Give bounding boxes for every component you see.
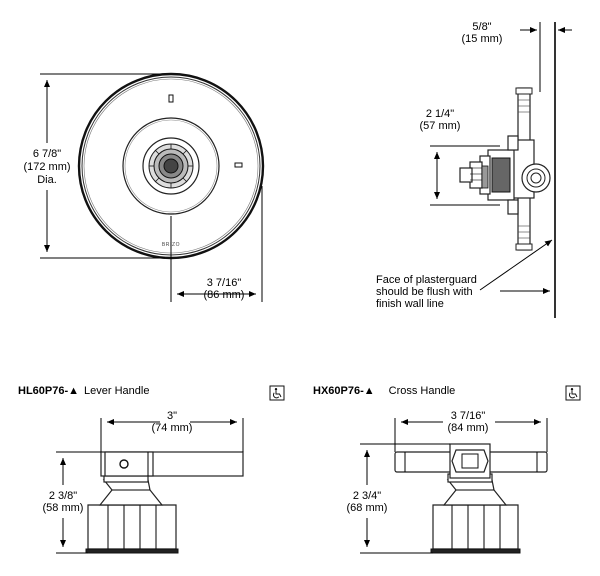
svg-text:HX60P76-▲Cross Handle: HX60P76-▲ Cross Handle	[313, 385, 455, 397]
lever-height-mm: (58 mm)	[43, 502, 84, 514]
lever-name: Lever Handle	[84, 385, 149, 397]
cross-width-in: 3 7/16"	[451, 410, 486, 422]
cross-height-in: 2 3/4"	[353, 490, 381, 502]
projection-in: 3 7/16"	[207, 277, 242, 289]
top-indicator	[168, 94, 174, 103]
plasterguard-note: Face of plasterguard should be flush wit…	[376, 239, 553, 310]
wheelchair-accessible-icon	[565, 385, 581, 401]
wheelchair-accessible-icon	[269, 385, 285, 401]
lever-model-symbol: ▲	[68, 385, 79, 397]
wall-offset-dimension: 5/8" (15 mm)	[462, 21, 572, 92]
cross-height-mm: (68 mm)	[347, 502, 388, 514]
diameter-suffix: Dia.	[37, 174, 57, 186]
lever-width-dimension: 3" (74 mm)	[100, 410, 244, 452]
cross-title: HX60P76-▲ Cross Handle	[313, 385, 455, 397]
lever-width-mm: (74 mm)	[152, 422, 193, 434]
wall-offset-mm: (15 mm)	[462, 33, 503, 45]
side-indicator	[234, 162, 243, 168]
valve-height-dimension: 2 1/4" (57 mm)	[420, 108, 500, 206]
diameter-in: 6 7/8"	[33, 148, 61, 160]
valve-side-view	[459, 22, 556, 318]
wall-offset-in: 5/8"	[472, 21, 491, 33]
cross-width-dimension: 3 7/16" (84 mm)	[394, 410, 548, 452]
svg-text:HL60P76-▲Lever Handle: HL60P76-▲ Lever Handle	[18, 385, 149, 397]
valve-height-in: 2 1/4"	[426, 108, 454, 120]
projection-mm: (86 mm)	[204, 289, 245, 301]
note-line-3: finish wall line	[376, 298, 444, 310]
projection-dimension: 3 7/16" (86 mm)	[170, 186, 263, 302]
cross-name: Cross Handle	[389, 385, 456, 397]
cross-width-mm: (84 mm)	[448, 422, 489, 434]
cross-height-dimension: 2 3/4" (68 mm)	[347, 443, 450, 554]
lever-height-in: 2 3/8"	[49, 490, 77, 502]
note-line-2: should be flush with	[376, 286, 473, 298]
lever-width-in: 3"	[167, 410, 177, 422]
diameter-dimension: 6 7/8" (172 mm) Dia.	[23, 73, 165, 259]
lever-height-dimension: 2 3/8" (58 mm)	[43, 451, 101, 554]
valve-height-mm: (57 mm)	[420, 120, 461, 132]
lever-handle-drawing	[85, 451, 244, 554]
lever-model: HL60P76-	[18, 385, 68, 397]
note-line-1: Face of plasterguard	[376, 274, 477, 286]
cross-model: HX60P76-	[313, 385, 364, 397]
diameter-mm: (172 mm)	[23, 161, 70, 173]
cross-model-symbol: ▲	[364, 385, 375, 397]
stem-splines	[149, 144, 193, 188]
cross-handle-drawing	[394, 443, 548, 554]
trim-plate-front-view: BRIZO	[77, 72, 265, 260]
lever-title: HL60P76-▲ Lever Handle	[18, 385, 149, 397]
